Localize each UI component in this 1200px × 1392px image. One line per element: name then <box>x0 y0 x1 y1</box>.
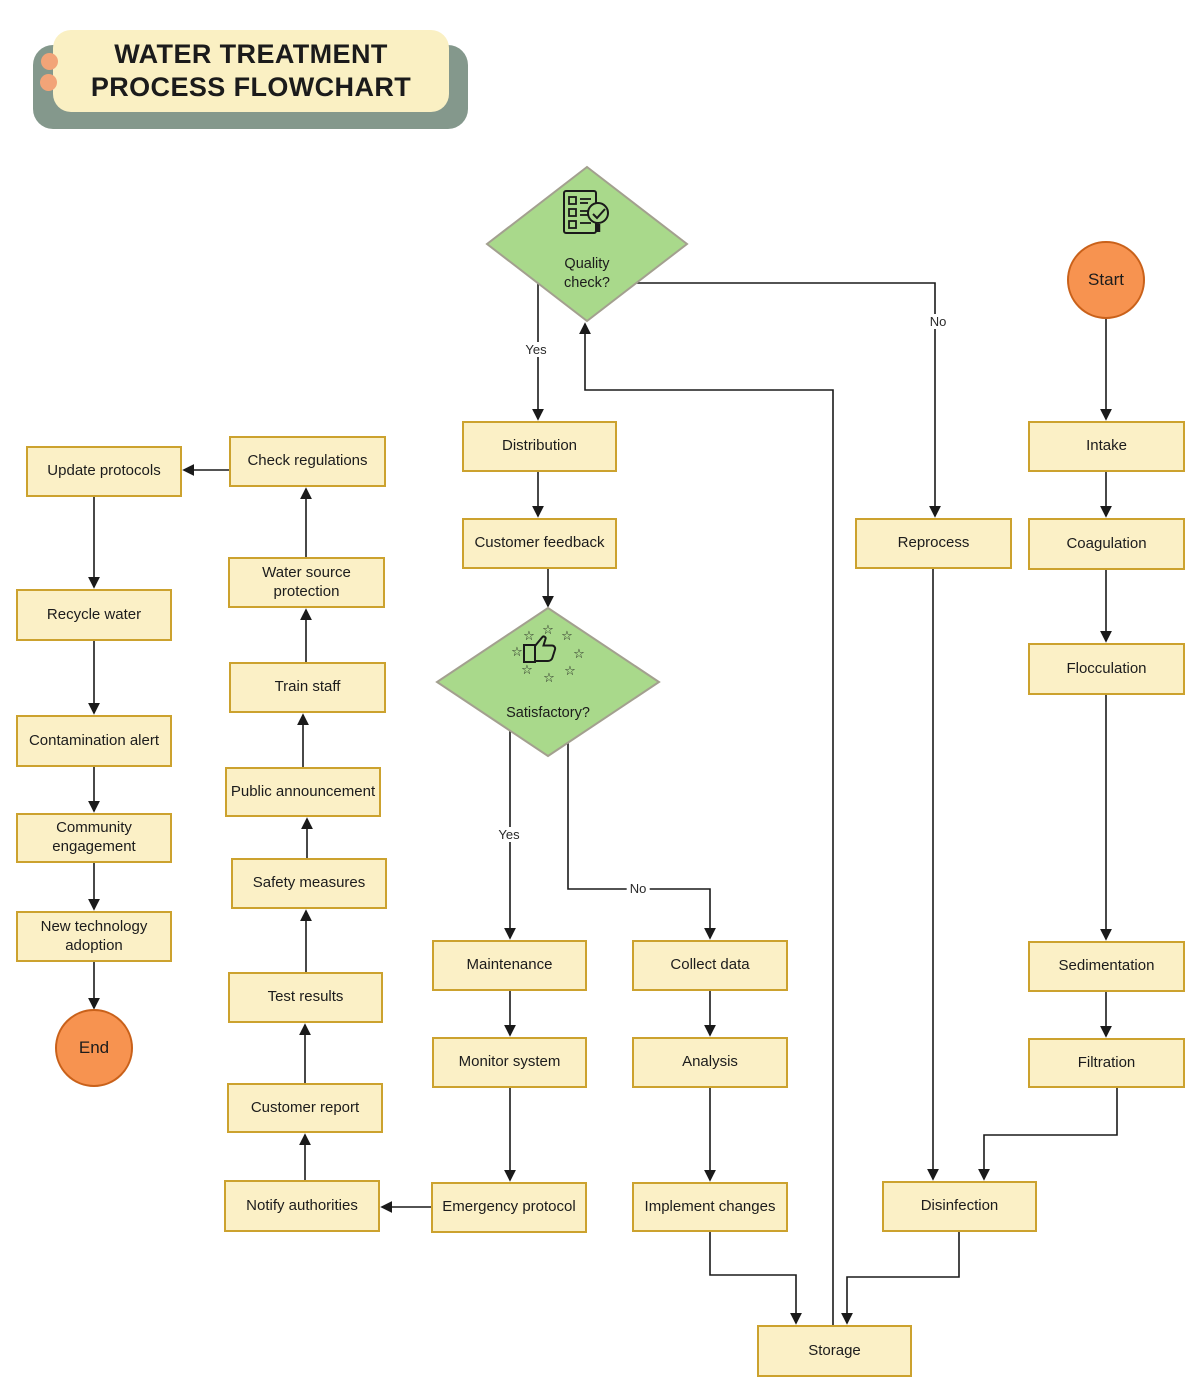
node-maintenance: Maintenance <box>432 940 587 991</box>
svg-text:☆: ☆ <box>523 629 535 644</box>
node-train-staff: Train staff <box>229 662 386 713</box>
page-title-line-1: WATER TREATMENT <box>114 39 388 70</box>
node-intake: Intake <box>1028 421 1185 472</box>
node-update-protocols: Update protocols <box>26 446 182 497</box>
node-notify-authorities: Notify authorities <box>224 1180 380 1232</box>
node-collect-data: Collect data <box>632 940 788 991</box>
edge-storage-quality-check <box>579 322 834 1325</box>
terminal-end <box>55 1009 133 1087</box>
edge-satisfactory-collect-data <box>567 743 716 940</box>
node-contamination-alert: Contamination alert <box>16 715 172 767</box>
node-recycle-water: Recycle water <box>16 589 172 641</box>
decorative-dot <box>40 74 57 91</box>
decorative-dot <box>41 53 58 70</box>
edge-implement-changes-storage <box>709 1232 802 1325</box>
node-sedimentation: Sedimentation <box>1028 941 1185 992</box>
node-implement-changes: Implement changes <box>632 1182 788 1232</box>
node-monitor-system: Monitor system <box>432 1037 587 1088</box>
edge-quality-check-reprocess <box>636 282 941 518</box>
node-reprocess: Reprocess <box>855 518 1012 569</box>
node-test-results: Test results <box>228 972 383 1023</box>
node-customer-report: Customer report <box>227 1083 383 1133</box>
title-banner: WATER TREATMENT PROCESS FLOWCHART <box>53 30 449 112</box>
node-coagulation: Coagulation <box>1028 518 1185 570</box>
edge-label-quality-yes: Yes <box>522 342 550 357</box>
node-analysis: Analysis <box>632 1037 788 1088</box>
svg-text:☆: ☆ <box>573 647 585 662</box>
page-title-line-2: PROCESS FLOWCHART <box>90 72 412 102</box>
node-disinfection: Disinfection <box>882 1181 1037 1232</box>
svg-text:☆: ☆ <box>543 671 555 686</box>
svg-text:☆: ☆ <box>542 623 554 638</box>
start-label: Start <box>1088 269 1124 289</box>
edge-filtration-disinfection <box>978 1088 1118 1181</box>
node-emergency-protocol: Emergency protocol <box>431 1182 587 1233</box>
node-water-source-protection: Water source protection <box>228 557 385 608</box>
node-community-engagement: Community engagement <box>16 813 172 863</box>
node-customer-feedback: Customer feedback <box>462 518 617 569</box>
svg-text:☆: ☆ <box>511 645 523 660</box>
node-filtration: Filtration <box>1028 1038 1185 1088</box>
node-new-technology-adoption: New technology adoption <box>16 911 172 962</box>
node-distribution: Distribution <box>462 421 617 472</box>
svg-text:☆: ☆ <box>564 664 576 679</box>
node-check-regulations: Check regulations <box>229 436 386 487</box>
edge-disinfection-storage <box>841 1232 960 1325</box>
checklist-magnifier-icon <box>563 190 609 234</box>
thumbs-up-stars-icon: ☆ ☆ ☆ ☆ ☆ ☆ ☆ ☆ <box>511 623 585 686</box>
star-glyphs: ☆ ☆ ☆ ☆ ☆ ☆ ☆ ☆ <box>511 623 585 686</box>
edge-label-satisfactory-yes: Yes <box>495 827 523 842</box>
svg-text:☆: ☆ <box>521 663 533 678</box>
node-public-announcement: Public announcement <box>225 767 381 817</box>
quality-check-label: Quality check? <box>564 256 610 291</box>
satisfactory-label: Satisfactory? <box>506 704 590 721</box>
connectors <box>88 282 1118 1325</box>
node-safety-measures: Safety measures <box>231 858 387 909</box>
svg-text:☆: ☆ <box>561 629 573 644</box>
decision-quality-check <box>485 165 689 323</box>
terminal-start <box>1067 241 1145 319</box>
edge-label-satisfactory-no: No <box>626 881 650 896</box>
end-label: End <box>78 1037 110 1057</box>
decision-satisfactory <box>435 606 661 758</box>
node-storage: Storage <box>757 1325 912 1377</box>
edge-label-quality-no: No <box>926 314 950 329</box>
node-flocculation: Flocculation <box>1028 643 1185 695</box>
